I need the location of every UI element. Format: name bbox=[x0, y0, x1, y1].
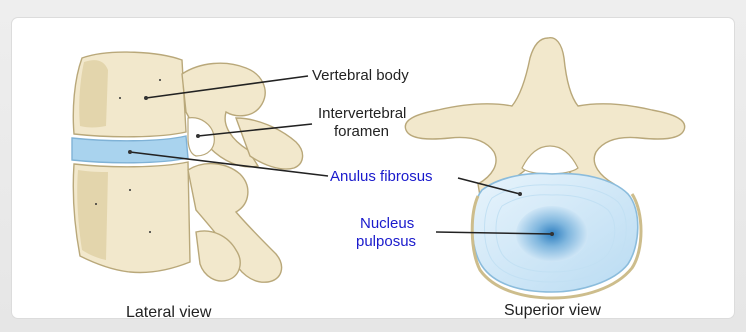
texture-dot bbox=[159, 79, 161, 81]
texture-dot bbox=[129, 189, 131, 191]
upper-body-shade bbox=[79, 60, 108, 127]
caption-superior-view: Superior view bbox=[504, 302, 601, 319]
superior-view-illustration bbox=[405, 38, 684, 298]
texture-dot bbox=[119, 97, 121, 99]
caption-lateral-view: Lateral view bbox=[126, 304, 212, 321]
label-nucleus-line2: pulposus bbox=[356, 233, 416, 250]
texture-dot bbox=[149, 231, 151, 233]
leader-dot bbox=[196, 134, 200, 138]
lateral-disc bbox=[72, 136, 188, 163]
leader-dot bbox=[518, 192, 522, 196]
label-anulus-fibrosus: Anulus fibrosus bbox=[330, 168, 433, 185]
texture-dot bbox=[95, 203, 97, 205]
leader-dot bbox=[144, 96, 148, 100]
lateral-view-illustration bbox=[72, 52, 303, 282]
label-intervertebral-line1: Intervertebral bbox=[318, 105, 406, 122]
leader-dot bbox=[550, 232, 554, 236]
label-vertebral-body: Vertebral body bbox=[312, 67, 409, 84]
lower-body-shade bbox=[77, 170, 108, 260]
label-nucleus-line1: Nucleus bbox=[360, 215, 414, 232]
label-intervertebral-line2: foramen bbox=[334, 123, 389, 140]
leader-dot bbox=[128, 150, 132, 154]
